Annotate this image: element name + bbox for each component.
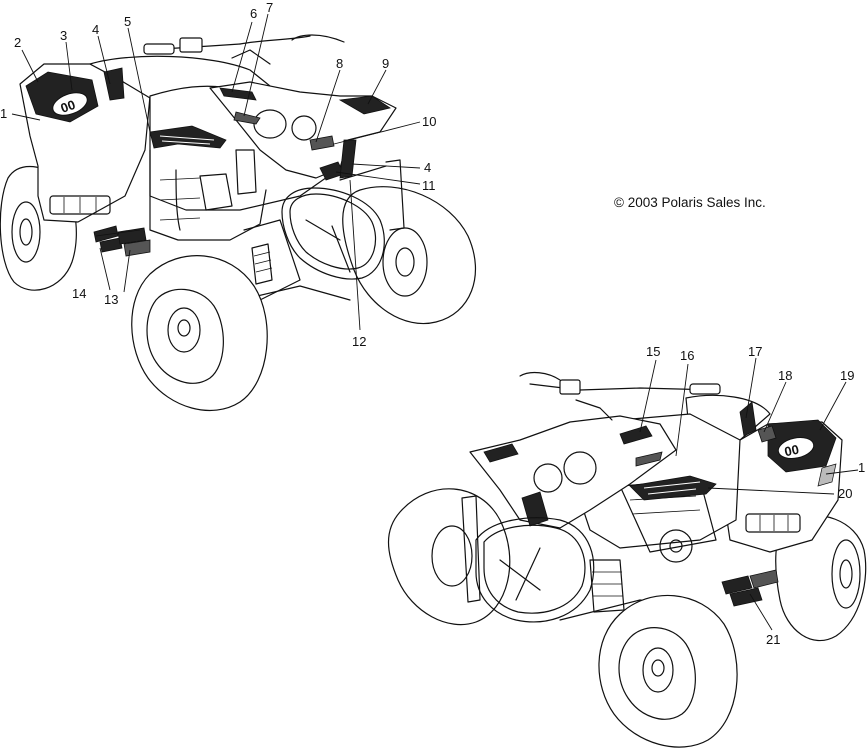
- front-fender-decal-right: [483, 443, 519, 463]
- callout-16: 16: [680, 348, 694, 363]
- callout-10: 10: [422, 114, 436, 129]
- callout-9: 9: [382, 56, 389, 71]
- front-wheel-left: [131, 255, 268, 411]
- callout-4-upper: 4: [92, 22, 99, 37]
- number-plate-text-left: 00: [59, 97, 78, 116]
- atv-front-left-view: 00: [0, 34, 477, 411]
- rear-lens-left: [49, 195, 111, 215]
- callout-12: 12: [352, 334, 366, 349]
- hood-decal-6: [219, 87, 257, 101]
- front-bumper-left: [281, 159, 405, 280]
- callout-3: 3: [60, 28, 67, 43]
- callout-6: 6: [250, 6, 257, 21]
- front-bumper-right: [461, 495, 595, 623]
- hood-decal-16: [635, 451, 663, 467]
- callout-8: 8: [336, 56, 343, 71]
- callout-1-lower: 1: [858, 460, 865, 475]
- leader-lines: [11, 13, 859, 631]
- front-decal-10: [309, 135, 335, 151]
- callout-11: 11: [422, 178, 436, 193]
- callout-5: 5: [124, 14, 131, 29]
- engine-cover-right: [659, 529, 693, 563]
- hood-decal-7: [233, 111, 261, 125]
- callout-labels: 1 2 3 4 5 6 7 8 9 10 4 11 12 13 14 15 16…: [0, 0, 865, 647]
- front-wheel-near: [598, 594, 738, 748]
- number-plate-text-right: 00: [783, 442, 800, 460]
- callout-7: 7: [266, 0, 273, 15]
- side-decal-18: [757, 425, 777, 443]
- side-stripe-decal-20: [629, 475, 717, 501]
- copyright-notice: © 2003 Polaris Sales Inc.: [614, 195, 766, 210]
- callout-1-upper: 1: [0, 106, 7, 121]
- headlight-right: [533, 463, 563, 493]
- front-suspension-left: [239, 219, 351, 301]
- number-plate-decal-left: 00: [25, 71, 99, 123]
- hood-decal-15: [619, 425, 653, 445]
- atv-front-right-view: 00: [388, 371, 867, 748]
- rear-lens-right: [745, 513, 801, 533]
- footwell-decal-21: [721, 569, 779, 607]
- side-decal-4a: [103, 67, 125, 101]
- side-stripe-decal-5: [149, 125, 227, 149]
- callout-21: 21: [766, 632, 780, 647]
- callout-4-lower: 4: [424, 160, 431, 175]
- front-fender-decal-9: [338, 95, 391, 115]
- handlebars-left: [143, 34, 345, 65]
- callout-18: 18: [778, 368, 792, 383]
- callout-2: 2: [14, 35, 21, 50]
- callout-15: 15: [646, 344, 660, 359]
- front-wheel-right: [342, 186, 477, 325]
- handlebars-right: [519, 371, 721, 421]
- callout-13: 13: [104, 292, 118, 307]
- footwell-decals-13-14: [93, 225, 151, 257]
- callout-14: 14: [72, 286, 86, 301]
- number-plate-decal-right: 00: [767, 419, 837, 487]
- callout-19: 19: [840, 368, 854, 383]
- callout-17: 17: [748, 344, 762, 359]
- callout-20: 20: [838, 486, 852, 501]
- front-wheel-far: [388, 488, 511, 626]
